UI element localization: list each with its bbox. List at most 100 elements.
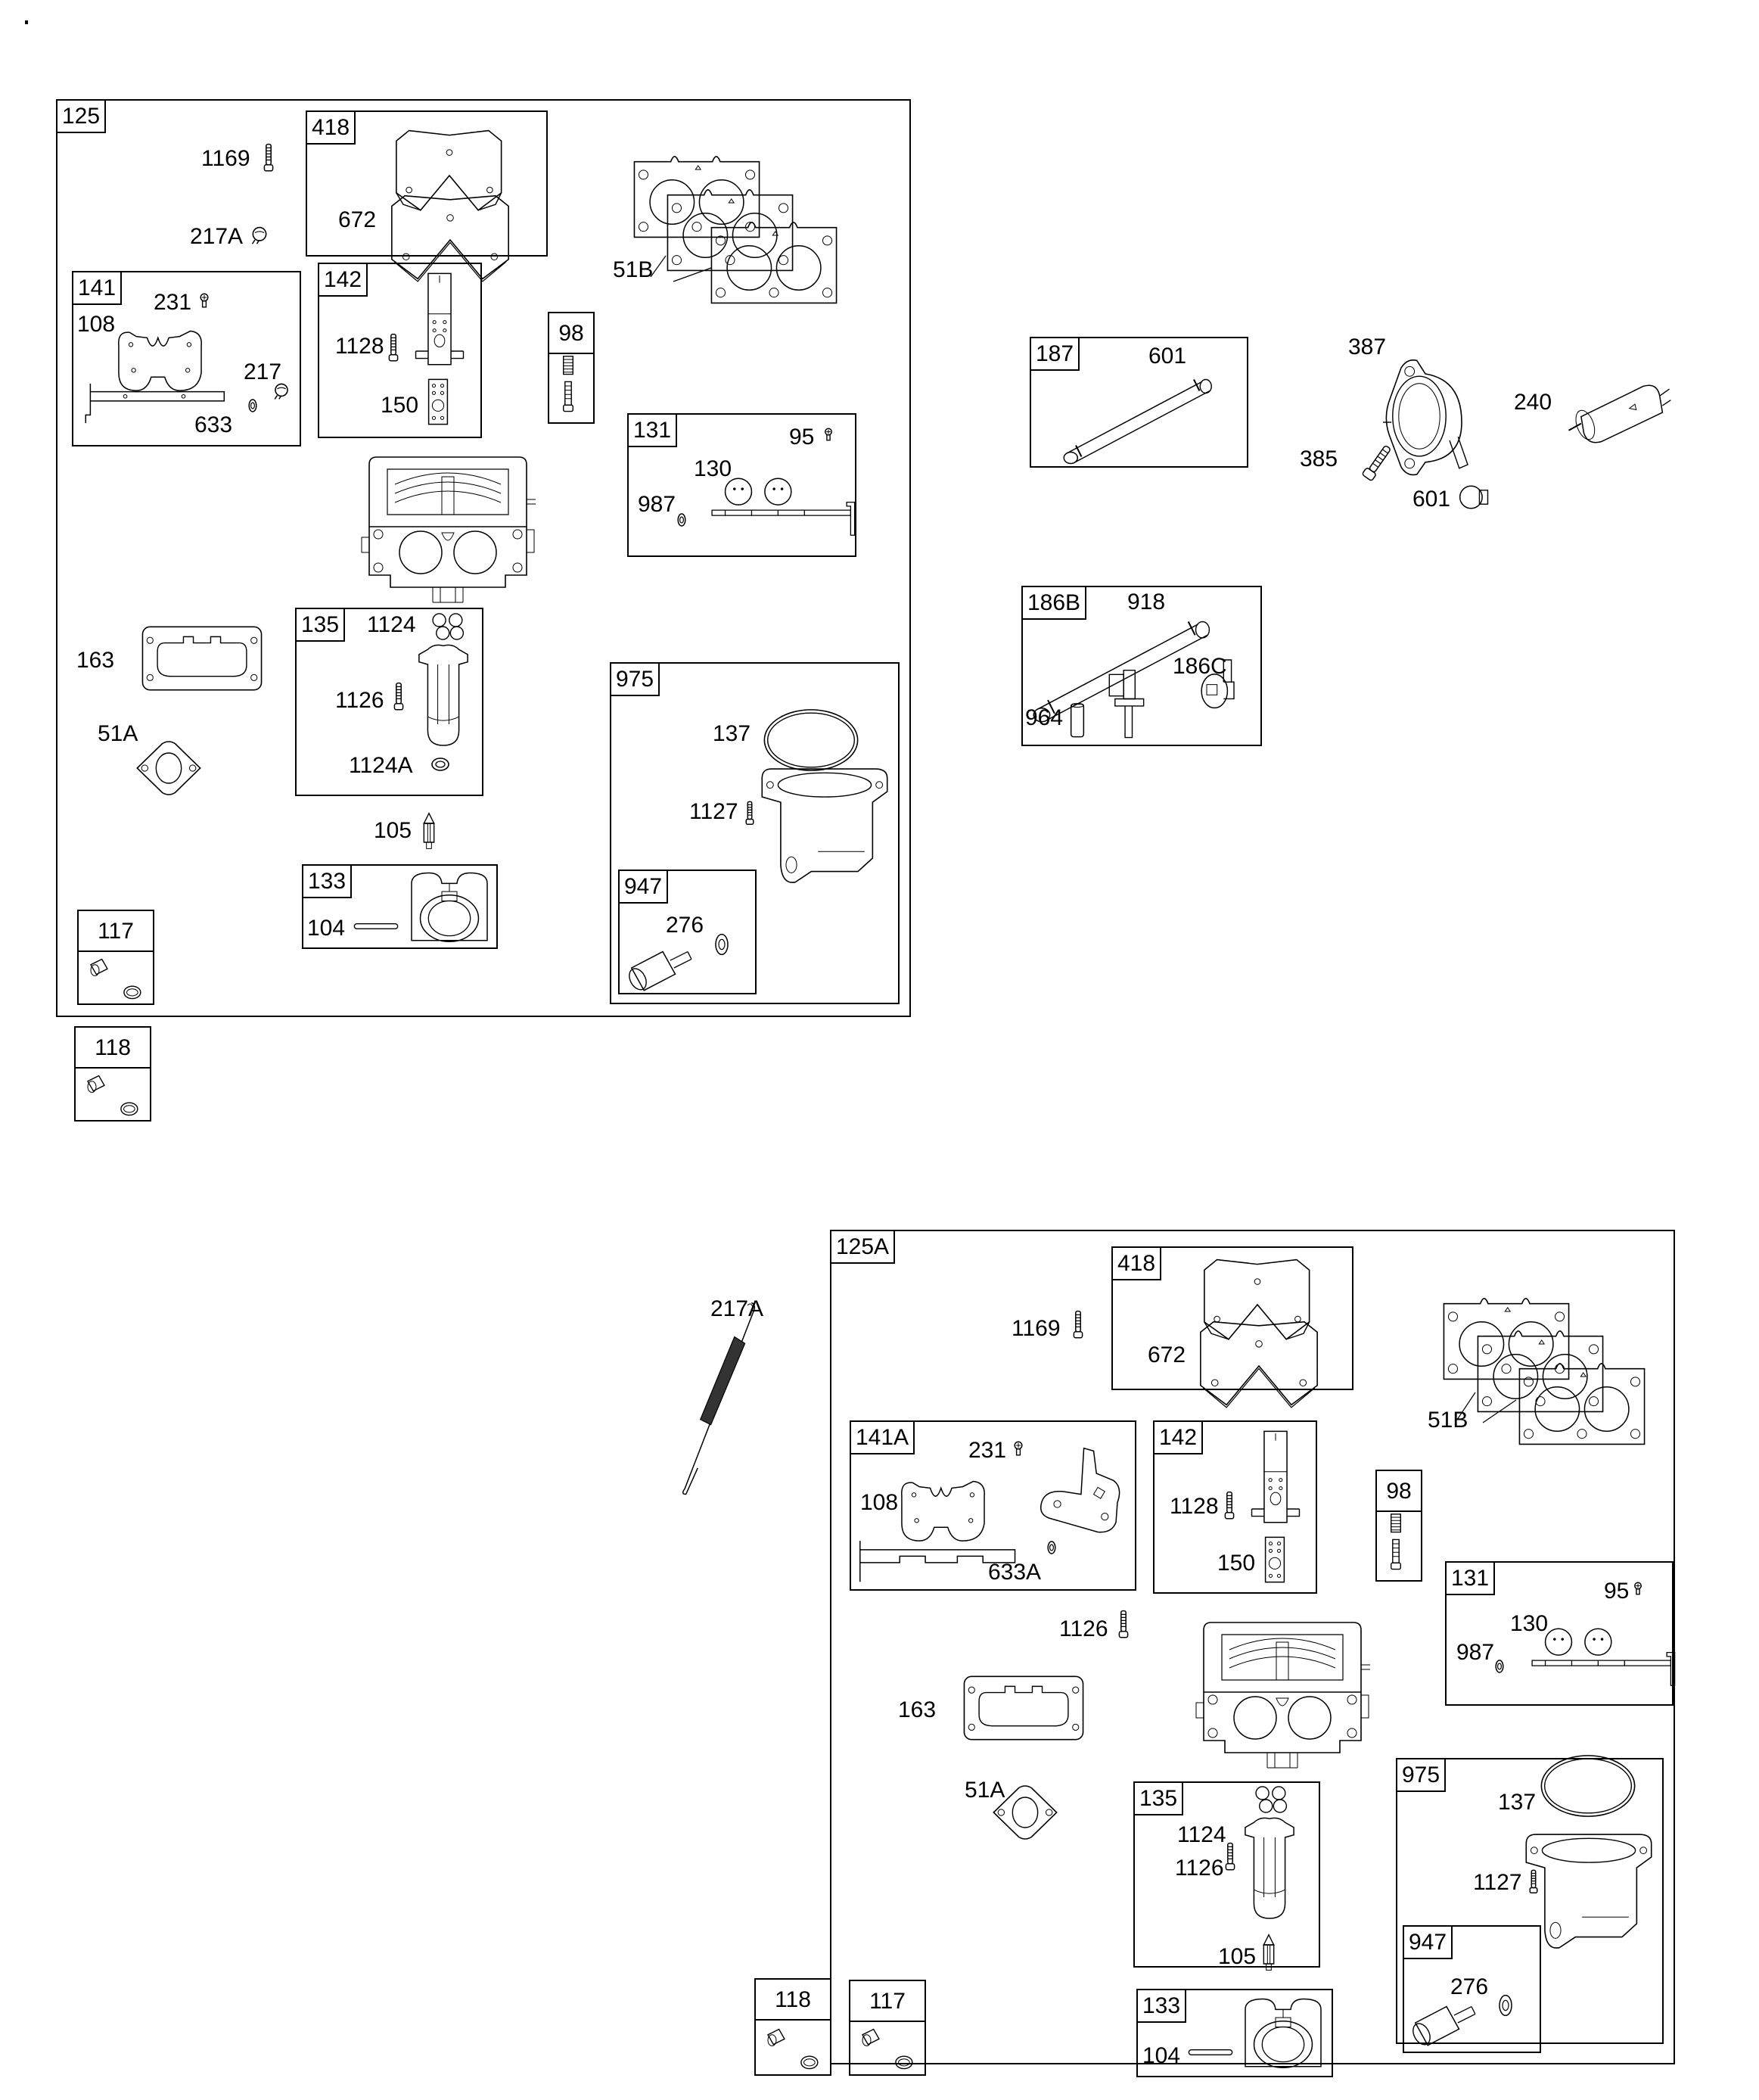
washer-icon (1494, 1990, 1517, 2021)
part-label-1124: 1124 (367, 612, 416, 637)
kit-98: 98 (1375, 1470, 1422, 1582)
part-label-601: 601 (1148, 344, 1187, 369)
part-label-240: 240 (1514, 390, 1552, 415)
part-label-150: 150 (1217, 1551, 1256, 1576)
fuel-hose-icon (1046, 374, 1233, 465)
part-label-633A: 633A (988, 1560, 1042, 1585)
choke-plate-shaft-icon (1506, 1619, 1684, 1692)
part-label-1127: 1127 (1473, 1870, 1522, 1895)
lever-icon (1247, 1430, 1304, 1529)
spring-screw-icon (1386, 1512, 1406, 1576)
assembly-125A: 125A (830, 1230, 1675, 2064)
carburetor-body-icon (357, 454, 539, 605)
part-label-1128: 1128 (335, 334, 384, 359)
kit-118: 118 (74, 1026, 151, 1122)
screw-icon (1223, 1490, 1235, 1522)
assembly-125: 125 (56, 99, 911, 1017)
kit-975: 975 (610, 662, 900, 1004)
washer-icon (1493, 1657, 1506, 1675)
stray-mark (25, 20, 28, 24)
part-label-1126: 1126 (1059, 1616, 1108, 1641)
part-label-601: 601 (1412, 487, 1451, 512)
kit-98-tag: 98 (548, 312, 595, 354)
part-label-163: 163 (76, 648, 115, 673)
part-label-105: 105 (374, 818, 412, 843)
choke-plate-shaft-icon (685, 469, 864, 542)
fuel-filter-icon (1566, 382, 1672, 444)
part-label-385: 385 (1300, 446, 1338, 471)
kit-141-tag: 141 (72, 271, 123, 305)
bowl-housing-icon (1522, 1830, 1655, 1951)
screw-icon (1117, 1609, 1130, 1641)
float-bowl-icon (1238, 1998, 1329, 2074)
pin-icon (353, 922, 399, 930)
part-label-186C: 186C (1173, 654, 1227, 679)
o-ring-large-icon (1537, 1753, 1639, 1818)
part-label-1128: 1128 (1170, 1494, 1219, 1519)
kit-142-tag: 142 (1153, 1420, 1204, 1454)
kit-418: 418 (306, 110, 548, 257)
part-label-105: 105 (1218, 1944, 1257, 1969)
kit-142-tag: 142 (318, 263, 368, 297)
washer-icon (710, 929, 733, 960)
fitting-o-ring-icon (760, 2025, 824, 2074)
lever-icon (411, 272, 468, 371)
o-ring-icon (426, 753, 455, 776)
kit-975: 975 (1396, 1758, 1664, 2044)
kit-117: 117 (77, 910, 154, 1005)
gasket-163-icon (135, 624, 269, 692)
screw-icon (744, 801, 756, 826)
part-label-163: 163 (898, 1697, 937, 1722)
kit-947: 947 (618, 870, 757, 994)
needle-valve-icon (1261, 1934, 1276, 1971)
screw-icon (1633, 1581, 1643, 1596)
part-label-276: 276 (1450, 1974, 1489, 1999)
kit-135: 135 (1133, 1781, 1320, 1968)
fitting-o-ring-icon (855, 2025, 918, 2074)
part-label-51A: 51A (965, 1778, 1005, 1803)
kit-975-tag: 975 (1396, 1758, 1447, 1792)
part-label-108: 108 (77, 312, 116, 337)
throttle-plate-icon (895, 1476, 1010, 1544)
kit-133-tag: 133 (1136, 1989, 1187, 2023)
kit-141A: 141A (850, 1420, 1136, 1591)
part-label-633: 633 (194, 412, 233, 437)
shutoff-valve-icon (1198, 651, 1243, 714)
part-label-95: 95 (1604, 1579, 1630, 1604)
screw-icon (1362, 442, 1392, 484)
part-label-964: 964 (1025, 705, 1064, 730)
assembly-125A-tag: 125A (830, 1230, 896, 1264)
kit-187-tag: 187 (1030, 337, 1080, 371)
spring-clip-icon (250, 226, 269, 245)
kit-947-tag: 947 (1403, 1925, 1453, 1959)
kit-131-tag: 131 (1445, 1561, 1496, 1595)
screw-icon (387, 332, 399, 364)
kit-98: 98 (548, 312, 595, 424)
part-label-51B: 51B (1428, 1408, 1468, 1433)
part-label-1169: 1169 (201, 146, 250, 171)
part-label-137: 137 (713, 721, 751, 746)
fitting-o-ring-icon (83, 955, 147, 1003)
part-label-1127: 1127 (689, 799, 738, 824)
part-label-918: 918 (1127, 590, 1166, 614)
kit-118-tag: 118 (754, 1978, 831, 2021)
o-rings-icon (1248, 1784, 1295, 1815)
kit-118: 118 (754, 1978, 831, 2076)
gasket-163-icon (957, 1674, 1090, 1742)
part-label-387: 387 (1348, 334, 1387, 359)
kit-418-tag: 418 (306, 110, 356, 145)
screw-icon (198, 292, 210, 309)
part-label-51A: 51A (98, 721, 138, 746)
kit-947-tag: 947 (618, 870, 669, 904)
plate-150-icon (1264, 1536, 1285, 1583)
screw-icon (1072, 1309, 1084, 1341)
kit-131-tag: 131 (627, 413, 678, 447)
kit-418-tag: 418 (1111, 1246, 1162, 1280)
part-label-104: 104 (1142, 2043, 1181, 2068)
kit-133: 133 (302, 864, 498, 949)
part-label-104: 104 (307, 916, 346, 941)
kit-187: 187 (1030, 337, 1248, 468)
part-label-1124: 1124 (1177, 1822, 1226, 1847)
part-label-1126: 1126 (335, 688, 384, 713)
part-label-108: 108 (860, 1490, 899, 1515)
